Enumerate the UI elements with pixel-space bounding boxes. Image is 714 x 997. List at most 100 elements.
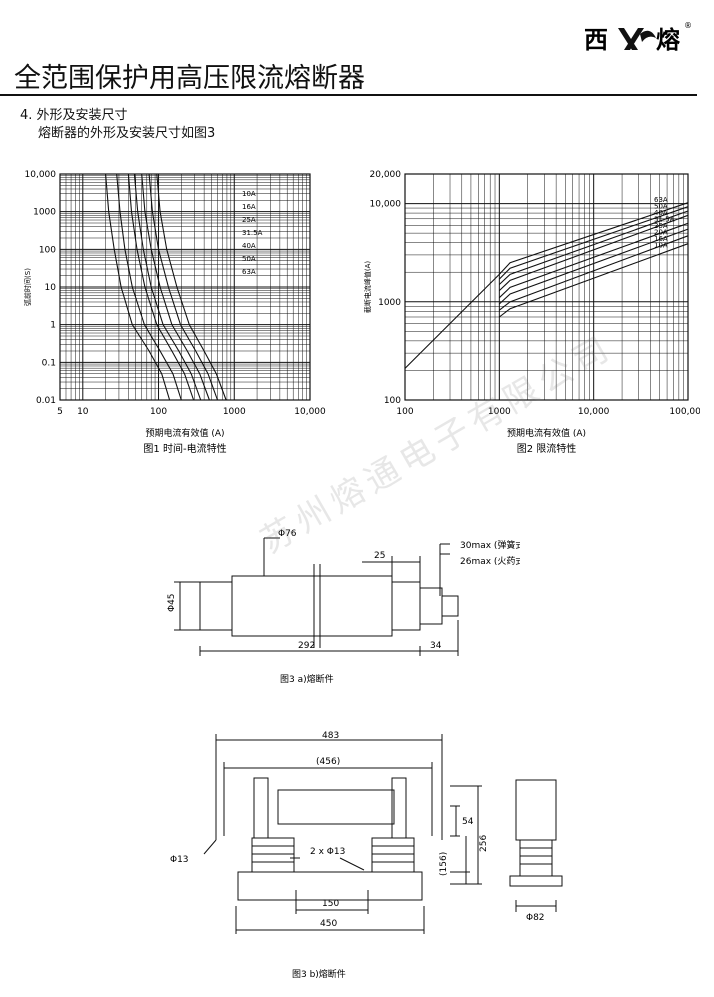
dim-150: 150 xyxy=(322,899,339,909)
series-label-25A: 25A xyxy=(654,222,668,230)
x-tick-label: 10,000 xyxy=(294,407,326,417)
page-title: 全范围保护用高压限流熔断器 xyxy=(14,63,365,94)
series-line-16A xyxy=(116,173,182,401)
series-line-31.5A xyxy=(498,214,689,291)
y-tick-label: 10,000 xyxy=(25,170,57,180)
dim-483: 483 xyxy=(322,731,339,741)
series-line-10A xyxy=(498,243,689,318)
series-label-16A: 16A xyxy=(654,235,668,243)
series-label-10A: 10A xyxy=(654,242,668,250)
y-tick-label: 1000 xyxy=(378,298,401,308)
dim-spring: 30max (弹簧式) xyxy=(460,539,520,551)
registered-mark: ® xyxy=(684,21,692,30)
y-tick-label: 10,000 xyxy=(370,200,402,210)
series-line-40A xyxy=(141,173,210,401)
fuse-right-contact xyxy=(419,587,443,625)
y-tick-label: 0.01 xyxy=(36,396,56,406)
fuse-right-cap xyxy=(391,581,421,631)
series-label-63A: 63A xyxy=(654,196,668,204)
x-tick-label: 5 xyxy=(57,407,63,417)
x-tick-label: 100 xyxy=(150,407,167,417)
dim-phi13: Φ13 xyxy=(170,855,189,865)
y-tick-label: 0.1 xyxy=(42,358,56,368)
y-tick-label: 1000 xyxy=(33,208,56,218)
fuse-body xyxy=(231,575,393,637)
fuse-tube xyxy=(277,789,395,825)
support-left xyxy=(253,777,269,839)
chart-grid xyxy=(59,173,311,401)
dim-292: 292 xyxy=(298,641,315,651)
y-tick-label: 1 xyxy=(50,321,56,331)
brand-logo-graphic: 西 熔 ® xyxy=(584,21,692,54)
chart-current-limiting: 100 1000 10,000 100,000 100 1000 10,000 20,000 6… xyxy=(350,160,707,464)
series-line-16A xyxy=(498,235,689,311)
section-heading: 4. 外形及安装尺寸 xyxy=(20,108,128,123)
figure-3b: 483 (456) Φ13 2 x Φ13 150 450 54 (156) 2… xyxy=(160,720,620,994)
dim-256: 256 xyxy=(479,835,489,852)
dim-450: 450 xyxy=(320,919,337,929)
y-axis-label: 弧前时间(S) xyxy=(23,268,32,306)
dim-25: 25 xyxy=(374,551,385,561)
x-tick-label: 10,000 xyxy=(578,407,610,417)
series-label-40A: 40A xyxy=(654,209,668,217)
insulator-right xyxy=(371,837,415,873)
dim-456: (456) xyxy=(316,757,340,767)
side-view-insulator xyxy=(519,839,553,877)
series-line-25A xyxy=(498,222,689,299)
series-label-31.5A: 31.5A xyxy=(654,216,675,224)
brand-mark-icon xyxy=(618,28,656,50)
support-right xyxy=(391,777,407,839)
series-label-50A: 50A xyxy=(654,203,668,211)
figure-3a-drawing: Φ76 Φ45 25 30max (弹簧式) 26max (火药式) 292 3… xyxy=(167,529,528,685)
y-tick-label: 20,000 xyxy=(370,170,402,180)
series-label-10A: 10A xyxy=(242,190,256,198)
fuse-left-cap xyxy=(199,581,233,631)
x-tick-label: 1000 xyxy=(488,407,511,417)
series-label-25A: 25A xyxy=(242,216,256,224)
dim-holes: 2 x Φ13 xyxy=(310,847,345,857)
x-axis-label: 预期电流有效值 (A) xyxy=(507,427,586,439)
chart-current-limiting-svg: 100 1000 10,000 100,000 100 1000 10,000 20,000 6… xyxy=(363,170,707,455)
series-line-20A xyxy=(498,228,689,305)
series-line-31.5A xyxy=(133,173,202,401)
section-subheading: 熔断器的外形及安装尺寸如图3 xyxy=(38,126,216,141)
figure-3a: Φ76 Φ45 25 30max (弹簧式) 26max (火药式) 292 3… xyxy=(160,520,528,704)
series-line-10A xyxy=(105,173,171,401)
figure-3b-caption: 图3 b)熔断件 xyxy=(292,968,346,980)
dim-34: 34 xyxy=(430,641,442,651)
series-line-40A xyxy=(498,210,689,285)
y-tick-label: 100 xyxy=(384,396,401,406)
y-axis-label: 截断电流峰值(A) xyxy=(363,261,372,314)
side-view-base xyxy=(509,875,563,887)
title-rule xyxy=(0,94,697,96)
x-tick-label: 100,000 xyxy=(669,407,700,417)
fuse-striker xyxy=(441,595,459,617)
figure-3a-caption: 图3 a)熔断件 xyxy=(280,673,334,685)
dim-powder: 26max (火药式) xyxy=(460,555,520,567)
dim-phi45: Φ45 xyxy=(167,593,177,612)
x-tick-label: 100 xyxy=(396,407,413,417)
brand-logo: 西 熔 ® xyxy=(584,20,694,56)
plot-frame xyxy=(404,173,689,401)
series-line-50A xyxy=(498,206,689,280)
figure-3b-drawing: 483 (456) Φ13 2 x Φ13 150 450 54 (156) 2… xyxy=(170,731,563,980)
series-label-16A: 16A xyxy=(242,203,256,211)
insulator-left xyxy=(251,837,295,873)
series-line-63A xyxy=(404,202,689,369)
plot-frame xyxy=(59,173,311,401)
chart-caption: 图2 限流特性 xyxy=(517,442,577,455)
series-label-20A: 20A xyxy=(654,229,668,237)
series-line-63A xyxy=(156,173,227,401)
y-tick-label: 100 xyxy=(39,245,56,255)
series-line-50A xyxy=(148,173,219,401)
series-line-25A xyxy=(127,173,195,401)
side-view-contact xyxy=(515,779,557,841)
brand-char-left: 西 xyxy=(584,26,608,54)
base-plate xyxy=(237,871,423,901)
series-label-31.5A: 31.5A xyxy=(242,229,263,237)
series-label-40A: 40A xyxy=(242,242,256,250)
